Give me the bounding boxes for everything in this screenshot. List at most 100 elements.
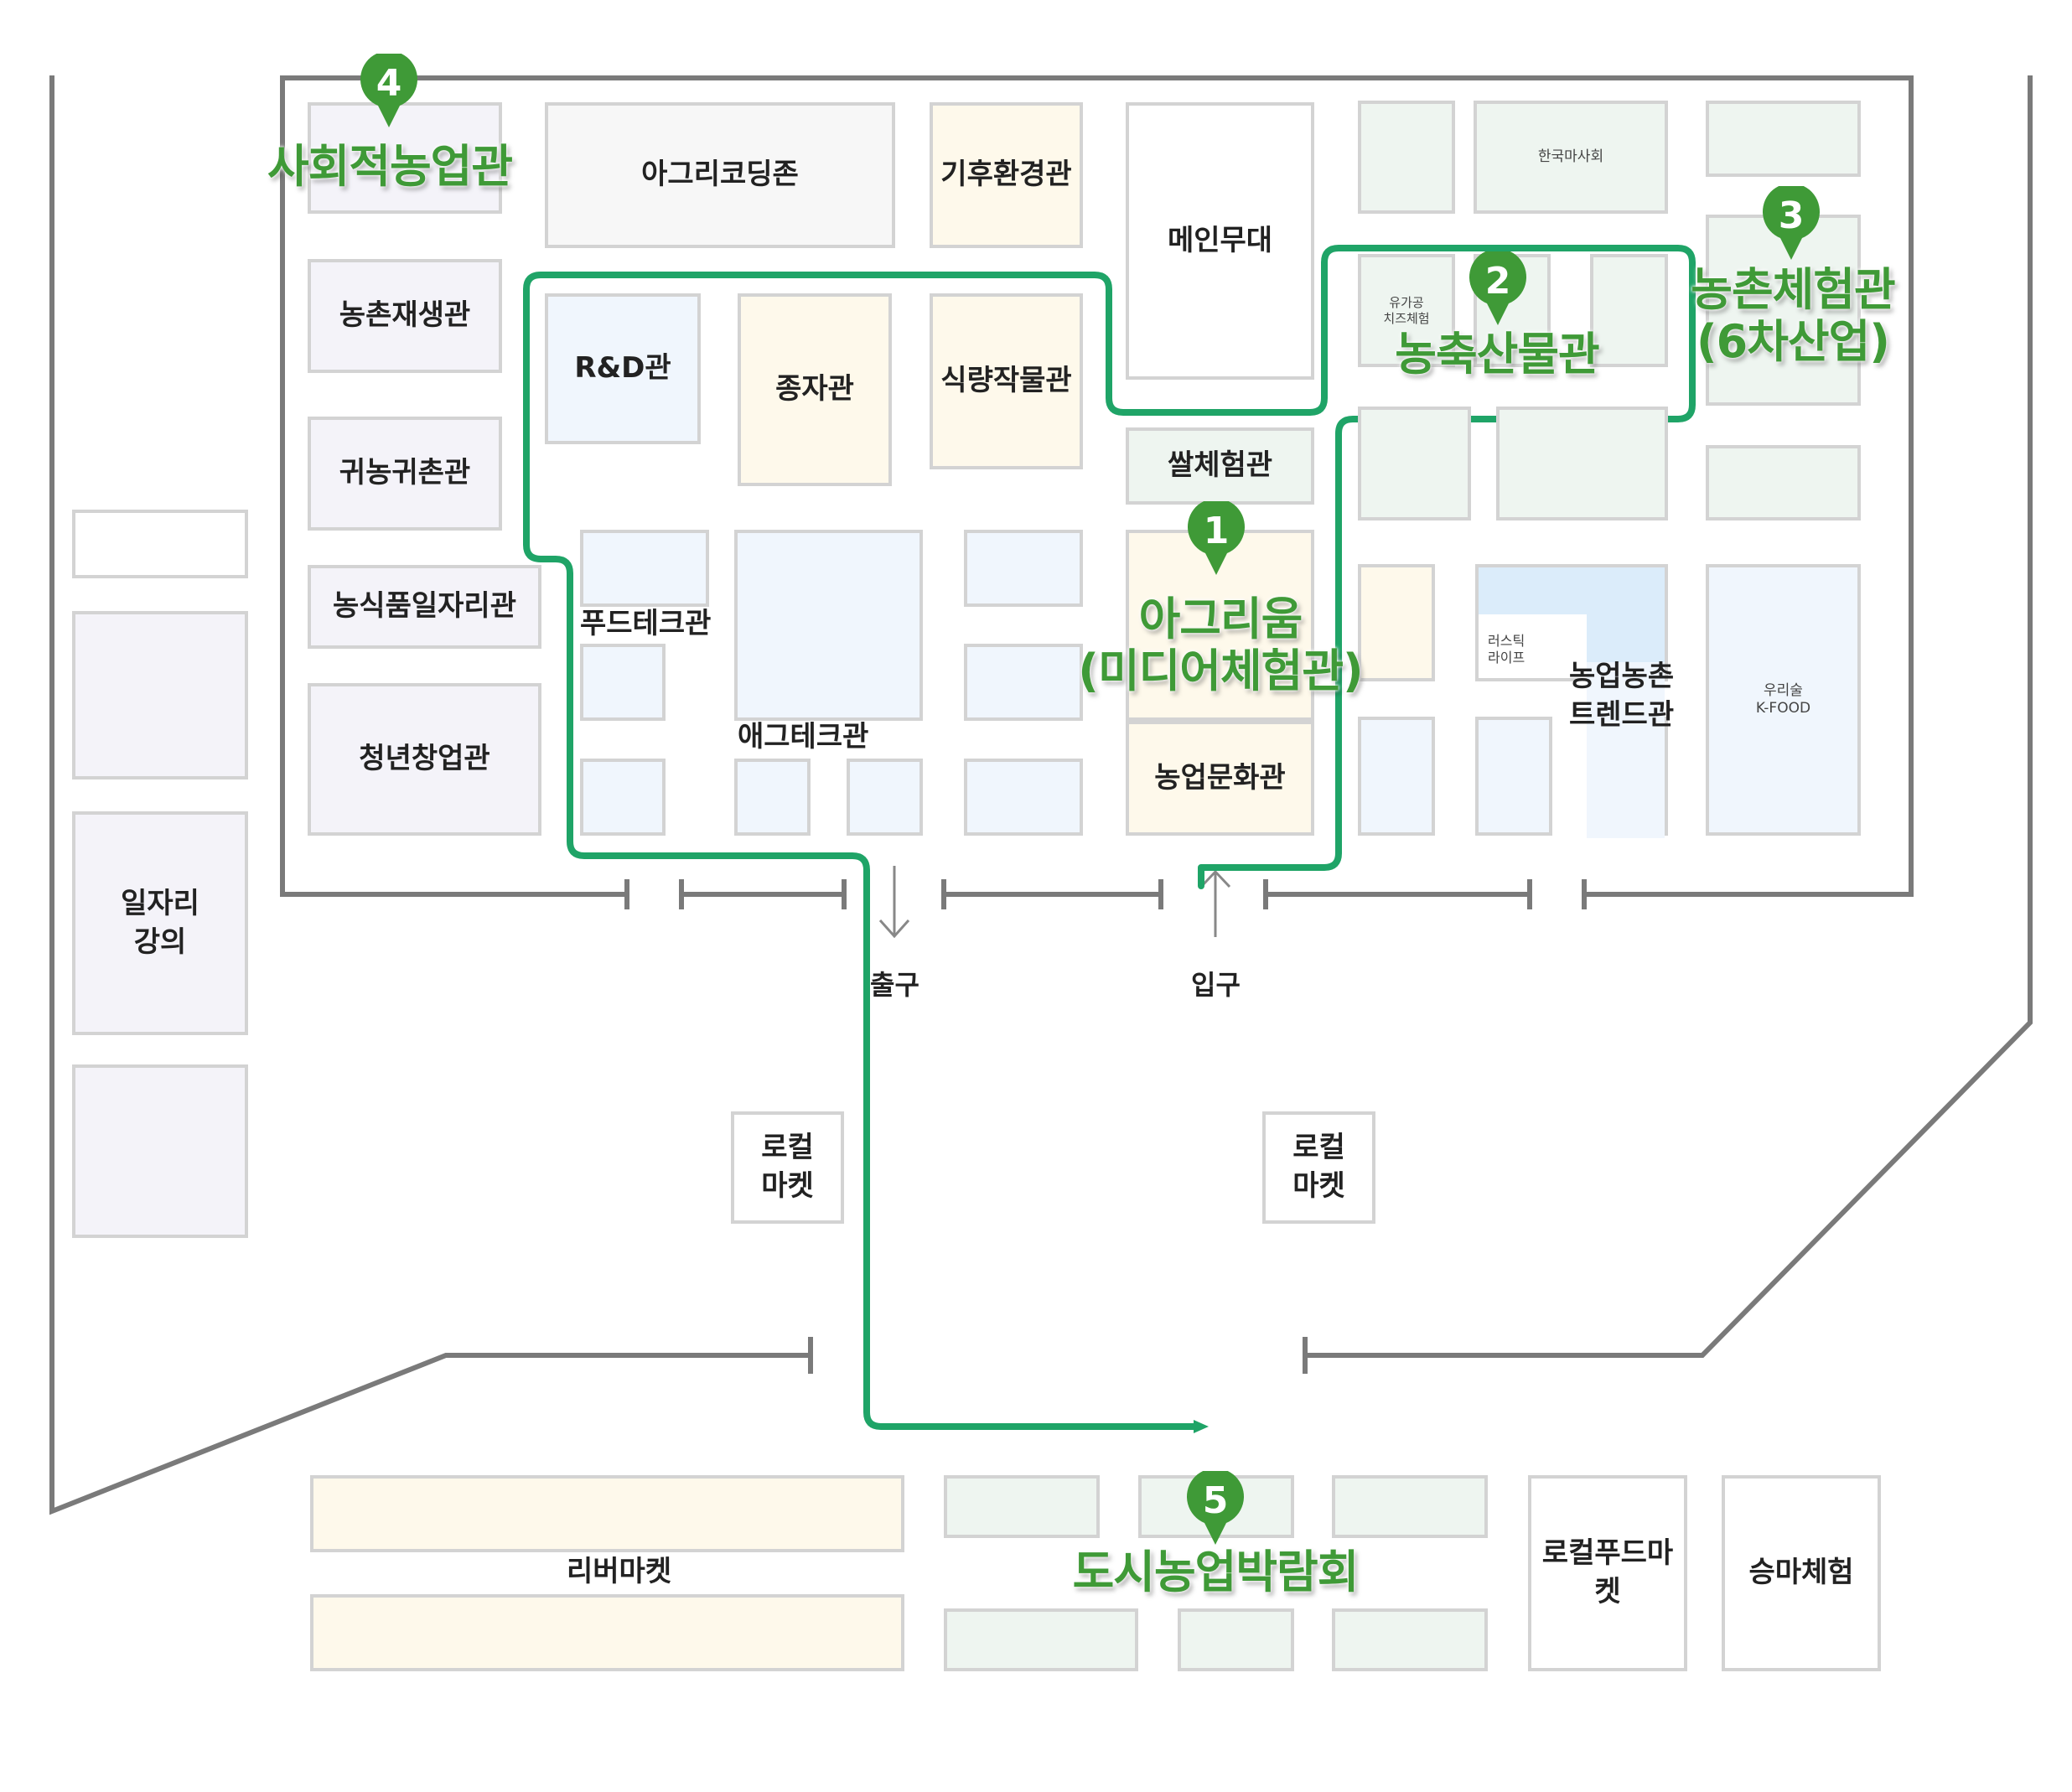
pin-number: 2 (1484, 260, 1511, 303)
booth-food-crop: 식량작물관 (930, 293, 1083, 469)
booth-seed: 종자관 (738, 293, 892, 486)
booth-label: 기후환경관 (940, 158, 1072, 192)
visit-route (523, 245, 1696, 1430)
booth-local-market-1: 로컬 마켓 (731, 1111, 844, 1224)
booth-blue-i (964, 644, 1083, 721)
booth-label: 로컬푸드마켓 (1541, 1536, 1674, 1608)
booth-main-stage: 메인무대 (1126, 102, 1314, 380)
pin-5-icon[interactable]: 5 (1184, 1468, 1246, 1548)
booth-urban-c (1332, 1475, 1488, 1538)
booth-green-d (1590, 254, 1668, 367)
booth-green-a (1358, 101, 1455, 214)
booth-label: 승마체험 (1748, 1556, 1854, 1590)
booth-label: 농촌재생관 (339, 298, 471, 333)
label-river-market: 리버마켓 (567, 1555, 672, 1588)
booth-label: 메인무대 (1167, 223, 1273, 257)
booth-foodtech-c (580, 759, 666, 836)
booth-local-market-2: 로컬 마켓 (1262, 1111, 1375, 1224)
booth-green-b (1706, 101, 1861, 177)
booth-river-market-a (310, 1475, 904, 1552)
label-agtech: 애그테크관 (738, 720, 869, 754)
booth-label: 청년창업관 (359, 742, 490, 776)
booth-job-lecture: 일자리 강의 (72, 811, 248, 1035)
booth-agtech-c (847, 759, 923, 836)
pin-number: 4 (376, 62, 402, 105)
booth-river-market-b (310, 1594, 904, 1671)
pin-number: 5 (1202, 1479, 1229, 1522)
booth-urban-d (944, 1608, 1138, 1671)
booth-social-farming (308, 102, 502, 214)
booth-label: 로컬 마켓 (1292, 1131, 1345, 1203)
pin-4-icon[interactable]: 4 (358, 50, 420, 131)
booth-green-f (1496, 407, 1668, 521)
label-foodtech: 푸드테크관 (580, 607, 712, 640)
booth-local-food-market: 로컬푸드마켓 (1528, 1475, 1687, 1671)
highlight-urban-agriculture: 도시농업박람회 (1072, 1546, 1360, 1598)
booth-green-e (1358, 407, 1471, 521)
highlight-social-farming: 사회적농업관 (267, 140, 513, 193)
booth-label: R&D관 (574, 351, 671, 386)
booth-blue-l (1358, 717, 1435, 836)
outer-walls (49, 75, 2033, 1515)
booth-agtech (734, 530, 923, 721)
highlight-rural-experience: 농촌체험관 (6차산업) (1691, 263, 1895, 369)
pin-2-icon[interactable]: 2 (1467, 248, 1529, 329)
booth-label: 종자관 (775, 372, 854, 407)
highlight-livestock-products: 농축산물관 (1395, 328, 1599, 381)
trend-fill (1587, 662, 1665, 838)
booth-agtech-b (734, 759, 811, 836)
booth-green-g (1706, 445, 1861, 521)
highlight-agrium: 아그리움 (미디어체험관) (1078, 593, 1363, 698)
booth-label: 식량작물관 (940, 364, 1072, 398)
booth-label: 한국마사회 (1537, 148, 1604, 165)
booth-label: 농업문화관 (1154, 760, 1286, 795)
booth-annex-b (72, 611, 248, 779)
pin-number: 3 (1778, 194, 1805, 237)
gate-entrance-label: 입구 (1191, 969, 1241, 1001)
booth-rnd: R&D관 (545, 293, 701, 444)
booth-urban-a (944, 1475, 1100, 1538)
booth-agri-culture: 농업문화관 (1126, 721, 1314, 836)
booth-horse-riding: 승마체험 (1722, 1475, 1881, 1671)
booth-label: 우리술 K-FOOD (1755, 681, 1811, 717)
booth-blue-j (964, 759, 1083, 836)
booth-climate: 기후환경관 (930, 102, 1083, 248)
rustic-cutout (1479, 614, 1587, 678)
booth-foodtech-b (580, 644, 666, 721)
booth-blue-h (964, 530, 1083, 607)
route-arrow-icon (1194, 1420, 1209, 1433)
booth-rice-experience: 쌀체험관 (1126, 427, 1314, 505)
gate-exit-label: 출구 (870, 969, 919, 1001)
booth-urban-e (1178, 1608, 1294, 1671)
booth-youth-startup: 청년창업관 (308, 683, 541, 836)
booth-urban-f (1332, 1608, 1488, 1671)
booth-label: 유가공 치즈체험 (1383, 294, 1430, 326)
booth-return-to-farm: 귀농귀촌관 (308, 417, 502, 531)
booth-blue-m (1475, 717, 1552, 836)
booth-organic-cheese: 유가공 치즈체험 (1358, 254, 1455, 367)
booth-food-jobs: 농식품일자리관 (308, 565, 541, 649)
booth-horse-association: 한국마사회 (1474, 101, 1668, 214)
booth-rural-experience (1706, 215, 1861, 406)
booth-woorisul: 우리술 K-FOOD (1706, 564, 1861, 836)
label-rustic: 러스틱 라이프 (1488, 633, 1526, 666)
booth-cream-k (1358, 564, 1435, 681)
booth-label: 아그리코딩존 (641, 158, 799, 192)
booth-rural-regeneration: 농촌재생관 (308, 259, 502, 373)
booth-label: 로컬 마켓 (761, 1131, 814, 1203)
pin-number: 1 (1203, 510, 1230, 552)
label-trend: 농업농촌 트렌드관 (1569, 660, 1675, 732)
booth-annex-a (72, 510, 248, 578)
booth-label: 농식품일자리관 (333, 589, 516, 624)
pin-3-icon[interactable]: 3 (1760, 183, 1822, 263)
booth-agricoding: 아그리코딩존 (545, 102, 895, 248)
gate-arrows (878, 866, 1231, 939)
booth-foodtech (580, 530, 709, 607)
booth-label: 귀농귀촌관 (339, 456, 471, 490)
booth-label: 일자리 강의 (121, 886, 199, 959)
booth-label: 쌀체험관 (1167, 448, 1273, 483)
pin-1-icon[interactable]: 1 (1185, 498, 1247, 578)
booth-annex-c (72, 1064, 248, 1238)
